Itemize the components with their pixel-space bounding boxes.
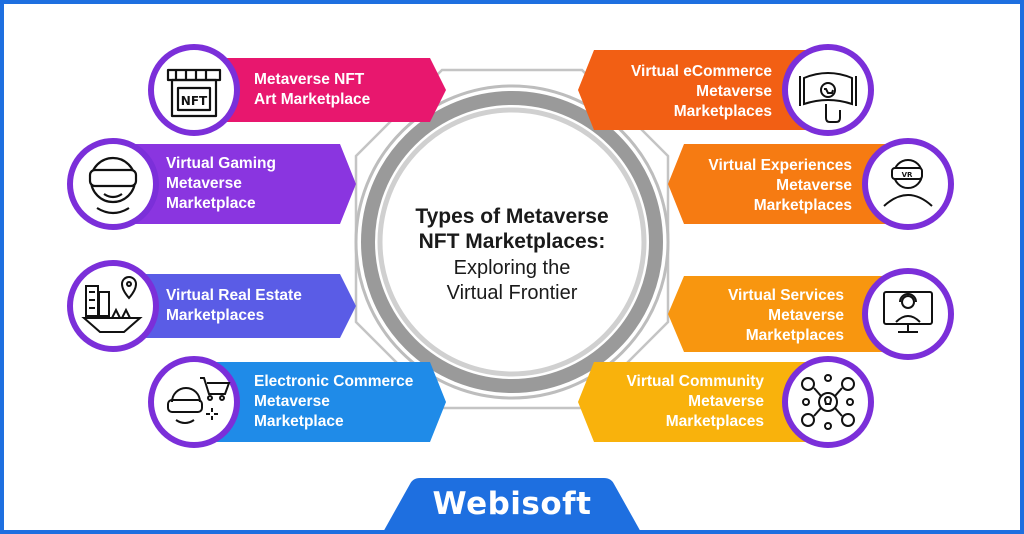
vr-person-icon: VR	[883, 159, 933, 207]
item-label-virtual-community: Virtual Community Metaverse Marketplaces	[626, 373, 764, 430]
banner-virtual-community	[578, 362, 820, 442]
vr-headset-user-icon	[88, 156, 138, 215]
icon-circle-8	[782, 356, 874, 448]
banner-virtual-gaming	[120, 144, 356, 224]
icon-circle-4	[148, 356, 240, 448]
support-agent-monitor-icon	[883, 291, 933, 333]
item-label-metaverse-nft-art: Metaverse NFT Art Marketplace	[254, 71, 371, 108]
icon-circle-7	[862, 268, 954, 360]
virtual-shopping-screen-icon	[799, 72, 857, 123]
svg-text:VR: VR	[902, 171, 913, 179]
center-subtitle: Exploring the Virtual Frontier	[446, 257, 578, 304]
banner-virtual-ecommerce	[578, 50, 820, 130]
item-label-virtual-services: Virtual Services Metaverse Marketplaces	[727, 287, 844, 344]
item-label-virtual-real-estate: Virtual Real Estate Marketplaces	[166, 287, 302, 324]
banner-virtual-real-estate	[120, 274, 356, 338]
icon-circle-3	[67, 260, 159, 352]
center-ring-inner	[377, 107, 647, 377]
center-title: Types of Metaverse NFT Marketplaces:	[415, 205, 609, 253]
city-location-icon	[81, 276, 143, 333]
community-network-icon	[801, 374, 855, 430]
icon-circle-6	[862, 138, 954, 230]
brand-logo-text: Webisoft	[432, 486, 592, 522]
item-label-virtual-gaming: Virtual Gaming Metaverse Marketplace	[166, 155, 276, 212]
banner-virtual-experiences	[668, 144, 900, 224]
item-label-electronic-commerce: Electronic Commerce Metaverse Marketplac…	[254, 373, 414, 430]
icon-circle-1	[148, 44, 240, 136]
banner-electronic-commerce	[205, 362, 446, 442]
banner-virtual-services	[668, 276, 900, 352]
nft-storefront-icon: NFT	[166, 68, 222, 118]
vr-shopping-cart-icon	[167, 377, 231, 424]
svg-text:NFT: NFT	[181, 94, 208, 108]
icon-circle-5	[782, 44, 874, 136]
item-label-virtual-ecommerce: Virtual eCommerce Metaverse Marketplaces	[631, 63, 772, 120]
center-ring-main	[361, 91, 663, 393]
item-label-virtual-experiences: Virtual Experiences Metaverse Marketplac…	[708, 157, 852, 214]
banner-metaverse-nft-art	[205, 58, 446, 122]
brand-tab	[382, 478, 642, 534]
